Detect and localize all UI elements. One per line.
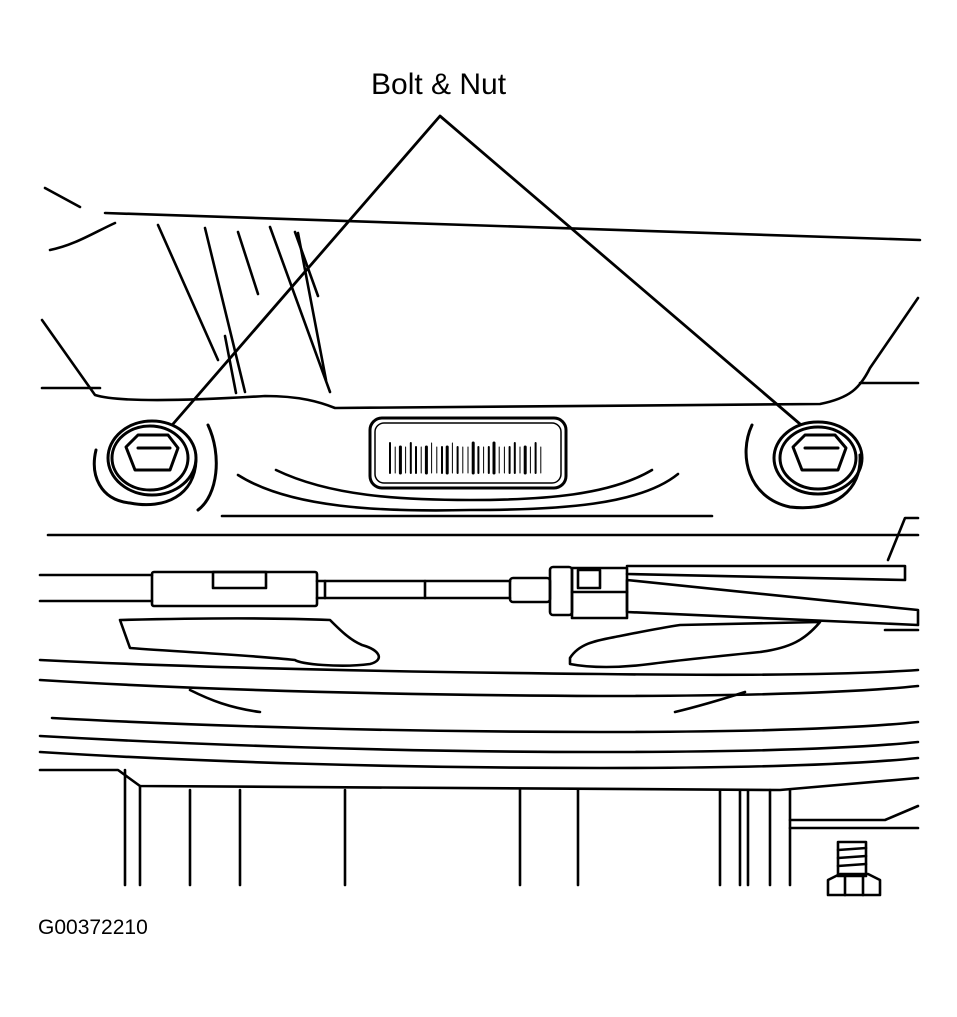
upper-housing	[40, 186, 922, 410]
callout-leaders	[171, 114, 802, 426]
right-bolt-nut	[744, 420, 864, 510]
control-cable	[38, 516, 920, 632]
threaded-stud	[826, 840, 882, 897]
shield-panel	[38, 617, 920, 792]
label-plate	[368, 416, 568, 490]
lower-frame	[123, 768, 920, 887]
callout-label: Bolt & Nut	[371, 68, 507, 101]
panel-contours	[46, 468, 920, 537]
left-bolt-nut	[92, 419, 218, 512]
figure-id: G00372210	[38, 916, 148, 939]
